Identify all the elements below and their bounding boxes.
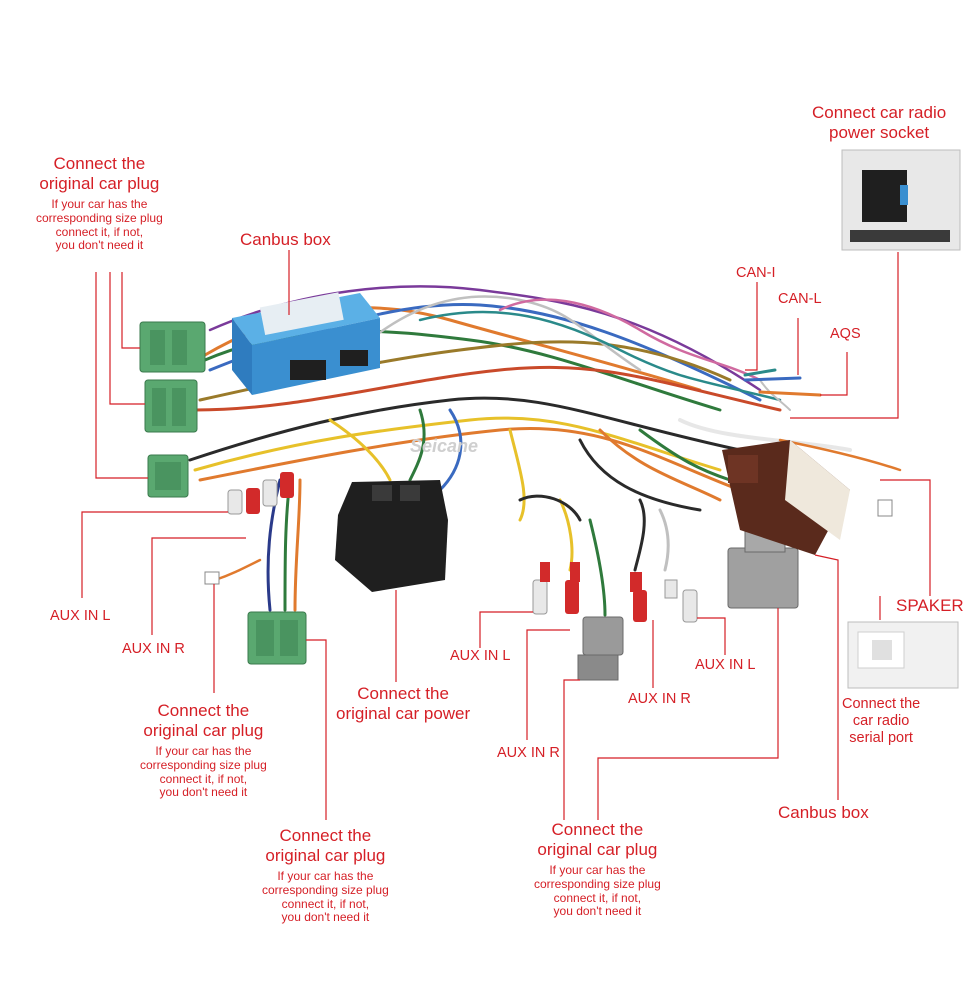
label-aux-in-l-center: AUX IN L (450, 648, 511, 664)
label-aux-in-l-left: AUX IN L (50, 608, 111, 624)
green-connector-1 (139, 321, 206, 373)
canbus-box-blue (232, 292, 380, 395)
rca-plugs-right (630, 572, 698, 623)
rca-plugs-left (227, 472, 294, 515)
can-wire-ends (743, 368, 822, 397)
label-aux-in-r-right: AUX IN R (628, 691, 691, 707)
label-aux-in-l-right: AUX IN L (695, 657, 756, 673)
label-plug-bottom-left: Connect the original car plug If your ca… (262, 826, 389, 925)
white-plug-left (204, 571, 220, 585)
watermark: Seicane (410, 436, 479, 456)
label-aux-in-r-left: AUX IN R (122, 641, 185, 657)
canbus-box-brown (722, 440, 850, 555)
radio-power-socket-photo (841, 149, 961, 251)
label-plug-mid-left: Connect the original car plug If your ca… (140, 701, 267, 800)
label-aqs: AQS (830, 326, 861, 342)
green-connector-2 (144, 379, 198, 433)
label-can-i: CAN-I (736, 265, 776, 281)
leader-lines (81, 250, 931, 820)
wire-bundle (188, 285, 902, 617)
label-can-l: CAN-L (778, 291, 822, 307)
label-speaker: SPAKER (896, 596, 964, 615)
white-plug-right (877, 499, 893, 517)
label-plug-bottom-center: Connect the original car plug If your ca… (534, 820, 661, 919)
label-canbus-box-top: Canbus box (240, 230, 331, 249)
serial-port-photo (847, 621, 959, 689)
rca-plugs-center (532, 562, 580, 615)
green-connector-3 (147, 454, 189, 498)
grey-connector-small (577, 616, 624, 681)
green-connector-4 (247, 611, 307, 665)
label-canbus-box-bottom: Canbus box (778, 803, 869, 822)
black-power-connector (335, 480, 448, 592)
label-plug-top-left: Connect the original car plug If your ca… (36, 154, 163, 253)
label-aux-in-r-center: AUX IN R (497, 745, 560, 761)
